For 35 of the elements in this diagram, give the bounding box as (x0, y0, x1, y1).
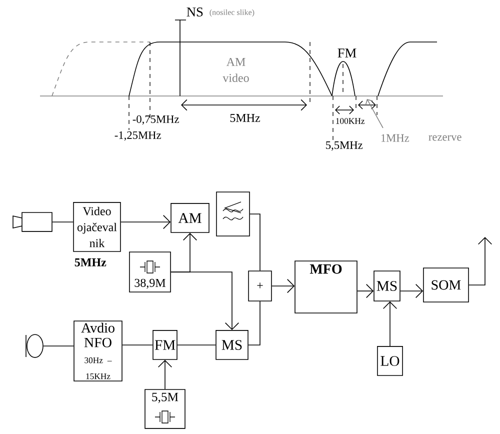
spectrum-label: rezerve (428, 135, 462, 141)
caption-text: 5MHz (74, 258, 106, 266)
block-box: SOM (423, 268, 469, 302)
block-box: LO (377, 346, 403, 376)
spectrum-label: 100KHz (336, 118, 364, 124)
spectrum-label: 5,5MHz (326, 141, 363, 151)
block-box: MFO (294, 260, 358, 314)
camera-drawing (12, 212, 52, 232)
block-box: Video ojačeval nik (73, 202, 121, 252)
spectrum-label: AM video (222, 58, 249, 82)
block-box: + (248, 270, 272, 302)
connector-arrow (468, 237, 492, 286)
block-box: Avdio NFO 30Hz – 15KHz (74, 320, 122, 382)
spectrum-label: -0,75MHz (132, 115, 179, 125)
spectrum-label: NS (186, 8, 203, 16)
block-box: 38,9M (129, 252, 171, 292)
connector-arrow (400, 284, 424, 298)
spectrum-label: (nosilec slike) (210, 9, 254, 17)
spectrum-label: FM (338, 48, 356, 58)
spectrum-label: -1,25MHz (114, 131, 161, 141)
connector-arrow (158, 360, 172, 390)
filter-box (216, 192, 250, 236)
block-box: MS (216, 330, 248, 360)
connector-arrow (170, 272, 240, 330)
block-box: FM (152, 330, 178, 360)
spectrum-label: 5MHz (230, 114, 260, 122)
connector-arrow (120, 214, 171, 230)
connector-arrow (271, 278, 295, 294)
block-box: MS (374, 270, 400, 302)
spectrum-label: 1MHz (381, 134, 410, 142)
connector-arrow (357, 284, 374, 298)
microphone-drawing (26, 334, 44, 358)
connector-arrow (382, 301, 398, 346)
block-box: AM (170, 203, 210, 233)
block-box: 5,5M (144, 389, 186, 429)
